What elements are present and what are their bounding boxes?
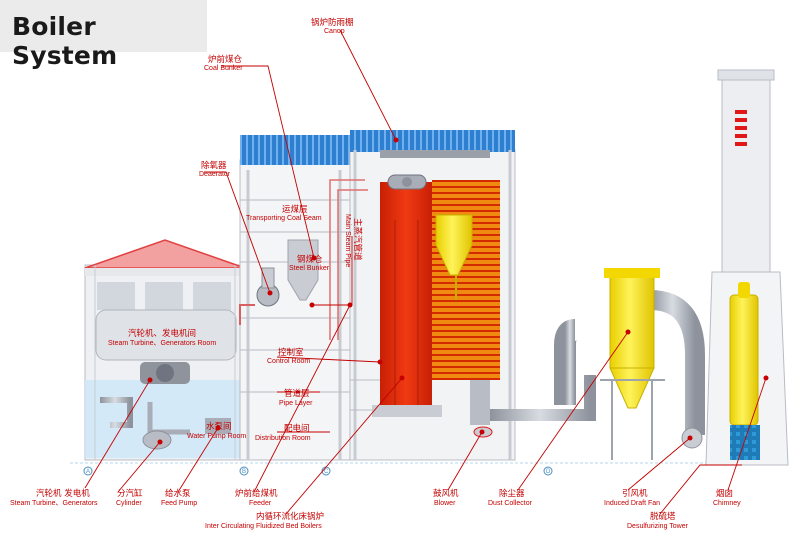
axis-mark-d: D: [546, 469, 551, 475]
canopy-roof-left: [240, 135, 350, 165]
boiler-house: [329, 130, 596, 461]
label-cylinder-cn: 分汽缸: [117, 488, 143, 499]
canopy-roof-right: [350, 130, 515, 152]
label-pipe-layer-en: Pipe Layer: [279, 400, 313, 407]
axis-mark-b: B: [242, 469, 246, 475]
leader-lines: [84, 29, 769, 515]
label-draft-fan-en: Induced Draft Fan: [604, 500, 660, 507]
label-feed-pump-en: Feed Pump: [161, 500, 197, 507]
axis-mark-a: A: [86, 469, 90, 475]
label-coal-bunker-en: Coal Bunker: [204, 65, 243, 72]
label-canopy-en: Canop: [324, 28, 345, 35]
dust-collector-unit: [554, 268, 705, 460]
label-water-pump-cn: 水泵间: [206, 421, 232, 432]
label-steel-bunker-en: Steel Bunker: [289, 265, 330, 272]
main-steam-pipe-lines: [329, 179, 368, 340]
title-banner: Boiler System: [0, 0, 207, 70]
cylinder-tank: [142, 430, 172, 450]
label-distribution-en: Distribution Room: [255, 435, 311, 442]
axis-mark-c: C: [324, 469, 329, 475]
label-canopy-cn: 锅炉防雨棚: [311, 17, 354, 28]
axis-markers: A B C D: [83, 466, 553, 476]
label-turbine-gen-cn: 汽轮机 发电机: [36, 488, 90, 499]
label-coal-bunker-cn: 炉前煤仓: [208, 54, 243, 65]
label-turbine-room-en: Steam Turbine、Generators Room: [108, 340, 216, 347]
label-dust-collector-en: Dust Collector: [488, 500, 533, 507]
label-draft-fan-cn: 引风机: [622, 488, 648, 499]
boiler-furnace: [380, 182, 432, 410]
label-control-room-en: Control Room: [267, 358, 310, 365]
label-turbine-room-cn: 汽轮机、发电机间: [128, 328, 196, 339]
label-turbine-gen-en: Steam Turbine、Generators: [10, 500, 98, 507]
chimney-unit: [705, 69, 789, 466]
label-dust-collector-cn: 除尘器: [499, 488, 525, 499]
label-distribution-cn: 配电间: [284, 423, 310, 434]
convection-section: [432, 180, 500, 380]
label-deaerator-cn: 除氧器: [201, 160, 227, 171]
label-steam-pipe-cn: 主蒸汽管道: [352, 218, 363, 261]
label-feeder-cn: 炉前给煤机: [235, 488, 278, 499]
label-feeder-en: Feeder: [249, 500, 272, 507]
page-title: Boiler System: [12, 12, 118, 70]
label-desulfurizing-cn: 脱硫塔: [650, 511, 676, 522]
label-feed-pump-cn: 给水泵: [165, 488, 191, 499]
label-steel-bunker-cn: 钢煤仓: [297, 254, 323, 265]
coal-bay-building: [239, 135, 351, 461]
desulfurizing-packing: [730, 425, 760, 460]
label-cfb-boiler-en: Inter Circulating Fluidized Bed Boilers: [205, 523, 322, 530]
label-deaerator-en: Deaerator: [199, 171, 231, 178]
label-cfb-boiler-cn: 内循环流化床锅炉: [256, 511, 324, 522]
label-cylinder-en: Cylinder: [116, 500, 142, 507]
label-desulfurizing-en: Desulfurizing Tower: [627, 523, 689, 530]
label-control-room-cn: 控制室: [278, 347, 304, 358]
label-coal-seam-cn: 运煤层: [282, 204, 308, 215]
labels: 锅炉防雨棚 Canop 炉前煤仓 Coal Bunker 除氧器 Deaerat…: [10, 17, 741, 530]
label-blower-cn: 鼓风机: [433, 488, 459, 499]
label-blower-en: Blower: [434, 500, 456, 507]
separator-hopper: [435, 214, 473, 276]
label-water-pump-en: Water Pump Room: [187, 433, 246, 440]
label-pipe-layer-cn: 管道层: [284, 388, 310, 399]
label-coal-seam-en: Transporting Coal Seam: [246, 215, 322, 222]
label-chimney-en: Chimney: [713, 500, 741, 507]
label-chimney-cn: 烟囱: [716, 488, 733, 499]
flue-duct: [490, 375, 596, 421]
steel-bunker-shape: [287, 239, 319, 301]
label-steam-pipe-en: Main Steam Pipe: [344, 214, 351, 267]
